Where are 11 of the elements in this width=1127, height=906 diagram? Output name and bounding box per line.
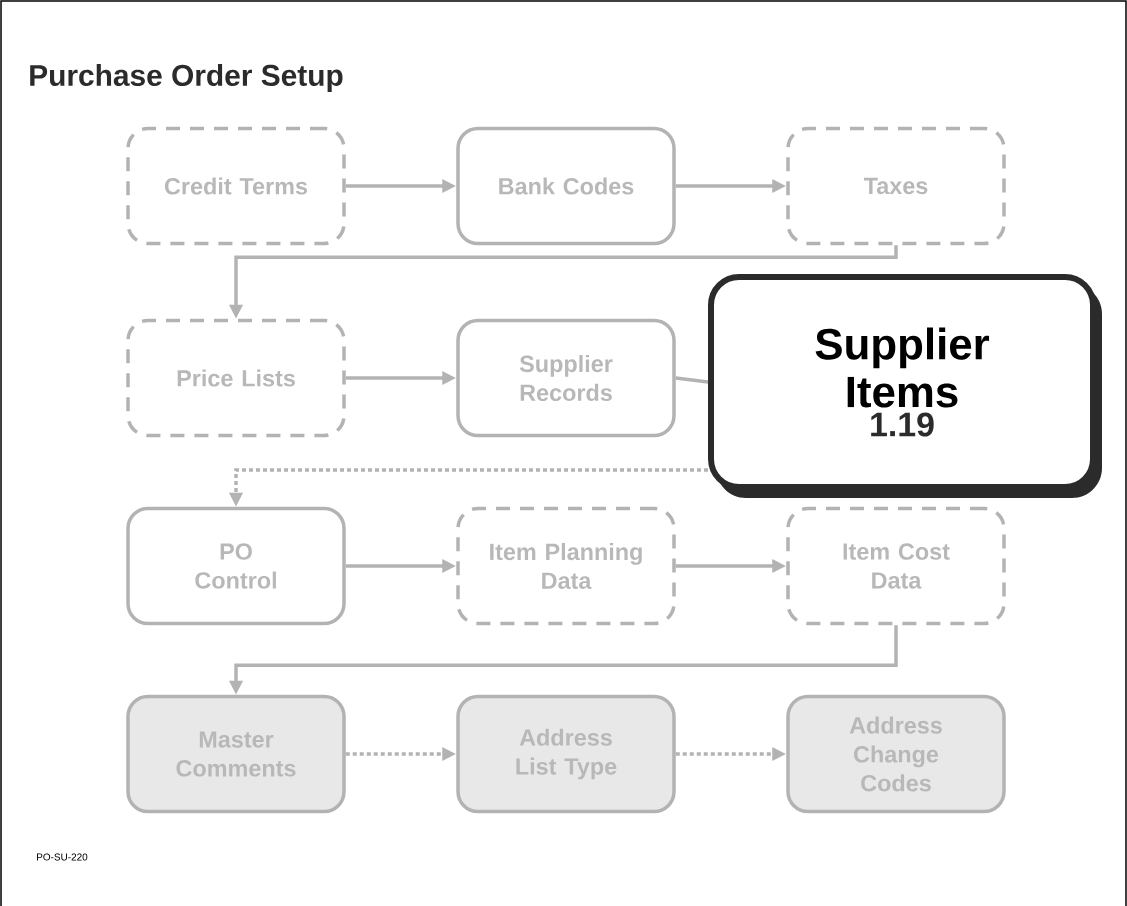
process-box: PO Control	[126, 506, 346, 626]
dashed-box: Credit Terms	[126, 126, 346, 246]
slide-code: PO-SU-220	[37, 853, 88, 861]
dashed-box: Taxes	[786, 126, 1006, 246]
dashed-box: Item Cost Data	[786, 506, 1006, 626]
process-box: Supplier Records	[456, 318, 676, 438]
title: Purchase Order Setup	[30, 64, 343, 92]
highlight-box: Supplier Items 1.19	[708, 274, 1102, 498]
dashed-box: Price Lists	[126, 318, 346, 438]
dashed-box: Item Planning Data	[456, 506, 676, 626]
process-box: Bank Codes	[456, 126, 676, 246]
